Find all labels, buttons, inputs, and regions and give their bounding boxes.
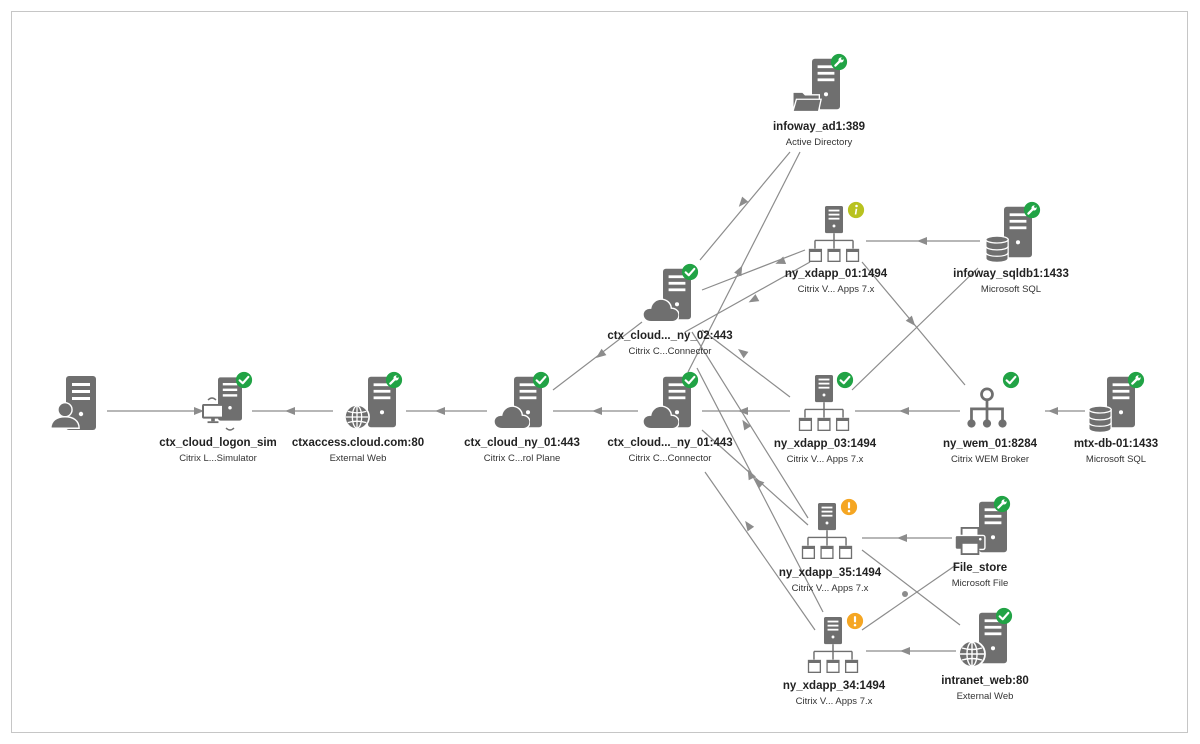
- node-name: ctx_cloud_logon_sim: [159, 437, 277, 449]
- node-xdapp-35[interactable]: ny_xdapp_35:1494 Citrix V... Apps 7.x: [750, 566, 910, 595]
- node-xdapp-01[interactable]: ny_xdapp_01:1494 Citrix V... Apps 7.x: [756, 267, 916, 296]
- node-active-directory[interactable]: infoway_ad1:389 Active Directory: [739, 120, 899, 149]
- node-type: Citrix V... Apps 7.x: [795, 696, 873, 707]
- node-type: Citrix V... Apps 7.x: [786, 454, 864, 465]
- app-server-icon[interactable]: [802, 498, 858, 558]
- node-name: ny_xdapp_34:1494: [782, 680, 886, 692]
- node-name: ctx_cloud..._ny_01:443: [607, 437, 733, 449]
- edge-conn01-xd34: [704, 471, 816, 631]
- user-server-icon[interactable]: [50, 376, 96, 430]
- node-name: ctxaccess.cloud.com:80: [291, 437, 425, 449]
- node-logon-sim[interactable]: ctx_cloud_logon_sim Citrix L...Simulator: [138, 436, 298, 465]
- edge-xd34-filestore: [861, 564, 957, 631]
- node-type: Citrix C...Connector: [628, 453, 712, 464]
- edge-conn02-xd03: [701, 329, 791, 398]
- node-xdapp-03[interactable]: ny_xdapp_03:1494 Citrix V... Apps 7.x: [745, 437, 905, 466]
- edge-conn02-xd01: [701, 249, 806, 291]
- node-type: Microsoft SQL: [980, 284, 1042, 295]
- node-mtx-db[interactable]: mtx-db-01:1433 Microsoft SQL: [1036, 437, 1196, 466]
- edge-conn02-ad: [699, 151, 791, 261]
- broker-icon[interactable]: [966, 371, 1020, 429]
- node-name: ny_xdapp_03:1494: [773, 438, 877, 450]
- node-type: Citrix V... Apps 7.x: [791, 583, 869, 594]
- node-control-plane[interactable]: ctx_cloud_ny_01:443 Citrix C...rol Plane: [442, 436, 602, 465]
- node-connector-01[interactable]: ctx_cloud..._ny_01:443 Citrix C...Connec…: [590, 436, 750, 465]
- node-name: infoway_ad1:389: [772, 121, 866, 133]
- node-type: External Web: [329, 453, 387, 464]
- node-type: External Web: [956, 691, 1014, 702]
- printer-server-icon[interactable]: [954, 495, 1011, 555]
- app-server-icon[interactable]: [808, 612, 864, 672]
- node-file-store[interactable]: File_store Microsoft File: [900, 561, 1060, 590]
- web-server-icon[interactable]: [958, 607, 1013, 668]
- edge-junction: [902, 591, 908, 597]
- node-name: intranet_web:80: [941, 675, 1029, 687]
- node-type: Active Directory: [785, 137, 853, 148]
- cloud-server-icon[interactable]: [643, 263, 699, 322]
- node-sqldb1[interactable]: infoway_sqldb1:1433 Microsoft SQL: [931, 267, 1091, 296]
- node-name: infoway_sqldb1:1433: [953, 268, 1069, 280]
- web-server-icon[interactable]: [344, 371, 403, 430]
- node-connector-02[interactable]: ctx_cloud..._ny_02:443 Citrix C...Connec…: [590, 329, 750, 358]
- edge-conn02-xd35: [691, 331, 809, 519]
- simulator-server-icon[interactable]: [202, 371, 253, 431]
- node-type: Citrix C...Connector: [628, 346, 712, 357]
- node-type: Citrix V... Apps 7.x: [797, 284, 875, 295]
- node-type: Citrix L...Simulator: [179, 453, 257, 464]
- node-name: ctx_cloud..._ny_02:443: [607, 330, 733, 342]
- edge-xd35-intranet: [861, 549, 961, 626]
- node-type: Citrix C...rol Plane: [483, 453, 561, 464]
- node-name: ny_xdapp_01:1494: [784, 268, 888, 280]
- node-intranet-web[interactable]: intranet_web:80 External Web: [905, 674, 1065, 703]
- edge-xd01-conn01: [684, 261, 811, 333]
- node-name: File_store: [952, 562, 1008, 574]
- database-server-icon[interactable]: [1088, 371, 1145, 433]
- app-server-icon[interactable]: [809, 201, 865, 261]
- database-server-icon[interactable]: [985, 201, 1041, 263]
- node-name: ny_wem_01:8284: [943, 438, 1037, 450]
- node-wem-broker[interactable]: ny_wem_01:8284 Citrix WEM Broker: [910, 437, 1070, 466]
- node-xdapp-34[interactable]: ny_xdapp_34:1494 Citrix V... Apps 7.x: [754, 679, 914, 708]
- node-type: Microsoft SQL: [1085, 454, 1147, 465]
- node-ctxaccess[interactable]: ctxaccess.cloud.com:80 External Web: [278, 436, 438, 465]
- node-name: ctx_cloud_ny_01:443: [464, 437, 580, 449]
- edge-conn02-xd34: [696, 367, 824, 613]
- cloud-server-icon[interactable]: [643, 371, 699, 429]
- node-type: Microsoft File: [951, 578, 1009, 589]
- topology-frame: [11, 11, 1188, 733]
- edge-conn01-xd35: [701, 429, 809, 526]
- cloud-server-icon[interactable]: [494, 371, 550, 429]
- node-name: ny_xdapp_35:1494: [778, 567, 882, 579]
- folder-server-icon[interactable]: [792, 53, 848, 113]
- edge-conn01-ad: [687, 151, 801, 373]
- edge-xd03-sqldb1: [851, 267, 979, 391]
- node-name: mtx-db-01:1433: [1073, 438, 1159, 450]
- app-server-icon[interactable]: [799, 371, 854, 430]
- direction-arrows: [194, 196, 1058, 655]
- node-type: Citrix WEM Broker: [950, 454, 1030, 465]
